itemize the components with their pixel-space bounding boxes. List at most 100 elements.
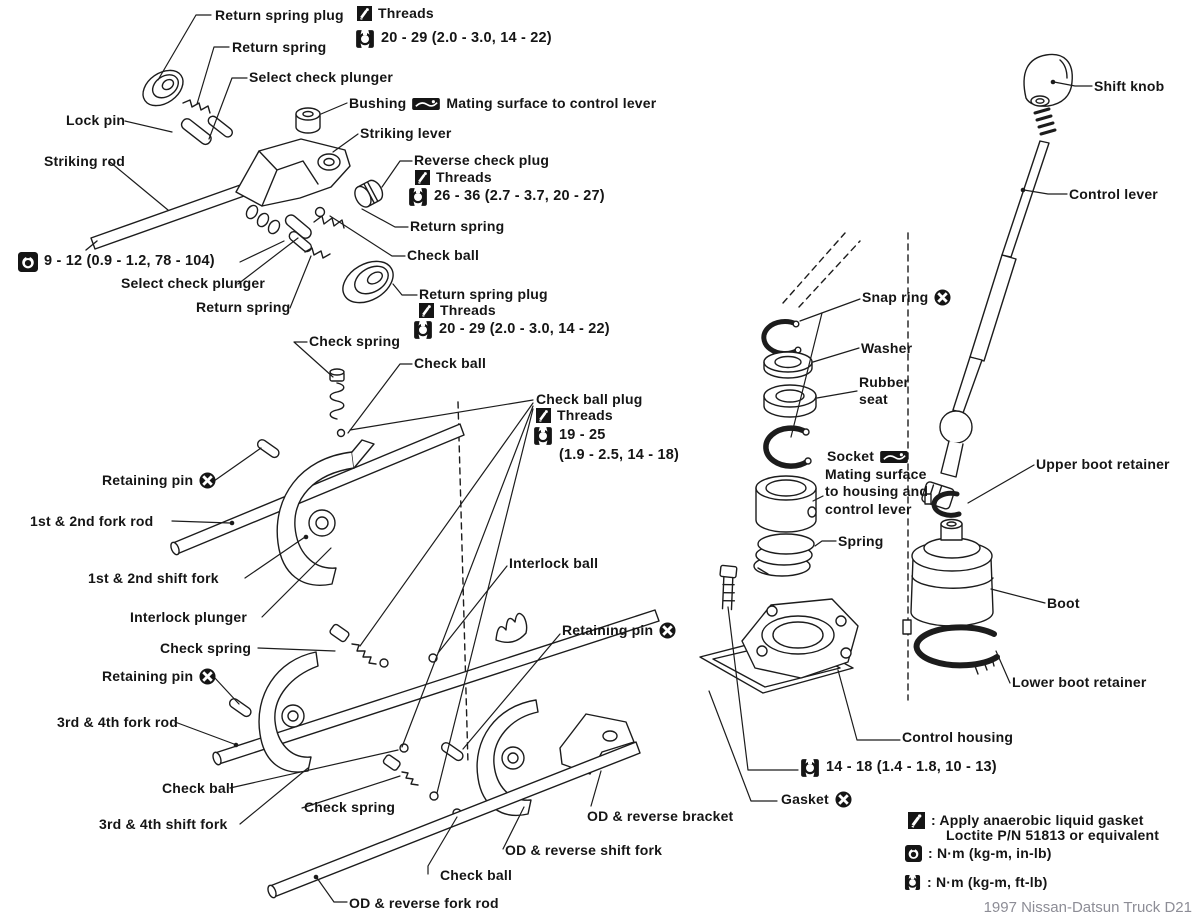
label-1st-2nd-shift-fork: 1st & 2nd shift fork bbox=[88, 570, 219, 586]
label-text: Return spring plug bbox=[215, 7, 344, 23]
torque-ftlb-icon bbox=[800, 758, 820, 778]
liquid-gasket-icon bbox=[357, 6, 372, 21]
label-od-reverse-shift-fork: OD & reverse shift fork bbox=[505, 842, 663, 858]
torque-text: 19 - 25 bbox=[559, 427, 606, 444]
label-text: Socket bbox=[827, 448, 875, 464]
label-text: Select check plunger bbox=[121, 275, 266, 291]
label-lower-boot-retainer: Lower boot retainer bbox=[1012, 674, 1147, 690]
label-return-spring-2: Return spring bbox=[410, 218, 505, 234]
label-text: Check ball bbox=[407, 247, 480, 263]
legend-liquid-gasket-line2: Loctite P/N 51813 or equivalent bbox=[946, 827, 1160, 843]
label-control-lever: Control lever bbox=[1069, 186, 1158, 202]
replace-x-icon bbox=[835, 791, 852, 808]
diagram-caption: 1997 Nissan-Datsun Truck D21 bbox=[983, 899, 1192, 916]
torque-text: 26 - 36 (2.7 - 3.7, 20 - 27) bbox=[434, 188, 605, 205]
torque-spec-19-25-line2: (1.9 - 2.5, 14 - 18) bbox=[559, 447, 680, 464]
torque-inlb-icon bbox=[18, 252, 38, 272]
mating-surface-icon bbox=[880, 451, 908, 463]
label-text: Mating surface to control lever bbox=[446, 95, 657, 111]
label-upper-boot-retainer: Upper boot retainer bbox=[1036, 456, 1170, 472]
torque-spec-14-18: 14 - 18 (1.4 - 1.8, 10 - 13) bbox=[800, 758, 997, 778]
label-check-spring-1: Check spring bbox=[309, 333, 401, 349]
replace-x-icon bbox=[199, 472, 216, 489]
label-boot: Boot bbox=[1047, 595, 1080, 611]
legend-text: Loctite P/N 51813 or equivalent bbox=[946, 827, 1160, 843]
label-text: Lower boot retainer bbox=[1012, 674, 1147, 690]
liquid-gasket-icon bbox=[419, 303, 434, 318]
label-socket: Socket bbox=[827, 448, 908, 464]
torque-ftlb-icon bbox=[413, 320, 433, 340]
label-text: OD & reverse shift fork bbox=[505, 842, 663, 858]
label-text: Threads bbox=[436, 169, 492, 185]
label-text: Gasket bbox=[781, 790, 829, 807]
label-od-reverse-bracket: OD & reverse bracket bbox=[587, 808, 734, 824]
label-3rd-4th-fork-rod: 3rd & 4th fork rod bbox=[57, 714, 179, 730]
label-text: 3rd & 4th fork rod bbox=[57, 714, 179, 730]
label-check-ball-1: Check ball bbox=[407, 247, 480, 263]
label-text: Check ball plug bbox=[536, 391, 643, 407]
label-text: Return spring bbox=[232, 39, 327, 55]
replace-x-icon bbox=[659, 622, 676, 639]
label-snap-ring: Snap ring bbox=[862, 289, 951, 306]
threads-note-reverse: Threads bbox=[415, 169, 492, 185]
torque-ftlb-icon bbox=[904, 874, 921, 891]
label-text: Check spring bbox=[309, 333, 401, 349]
label-text: Return spring bbox=[196, 299, 291, 315]
legend-text: : Apply anaerobic liquid gasket bbox=[931, 811, 1144, 828]
label-text: Lock pin bbox=[66, 112, 126, 128]
label-striking-lever: Striking lever bbox=[360, 125, 452, 141]
label-text: to housing and bbox=[825, 483, 929, 500]
label-text: Return spring plug bbox=[419, 286, 548, 302]
mating-surface-icon bbox=[412, 98, 440, 110]
torque-text: 20 - 29 (2.0 - 3.0, 14 - 22) bbox=[439, 321, 610, 338]
label-text: Reverse check plug bbox=[414, 152, 550, 168]
label-text: Striking lever bbox=[360, 125, 452, 141]
label-text: Striking rod bbox=[44, 153, 125, 169]
label-text: Check spring bbox=[304, 799, 396, 815]
label-3rd-4th-shift-fork: 3rd & 4th shift fork bbox=[99, 816, 228, 832]
label-text: Snap ring bbox=[862, 288, 929, 305]
label-check-spring-2: Check spring bbox=[160, 640, 251, 656]
torque-spec-26-36: 26 - 36 (2.7 - 3.7, 20 - 27) bbox=[408, 187, 605, 207]
label-text: Upper boot retainer bbox=[1036, 456, 1170, 472]
torque-spec-19-25: 19 - 25 bbox=[533, 426, 606, 446]
torque-ftlb-icon bbox=[408, 187, 428, 207]
label-text: Threads bbox=[557, 407, 613, 423]
label-text: Check ball bbox=[162, 780, 235, 796]
label-interlock-ball: Interlock ball bbox=[509, 555, 598, 571]
label-1st-2nd-fork-rod: 1st & 2nd fork rod bbox=[30, 513, 153, 529]
replace-x-icon bbox=[934, 289, 951, 306]
torque-ftlb-icon bbox=[355, 29, 375, 49]
torque-spec-20-29-top: 20 - 29 (2.0 - 3.0, 14 - 22) bbox=[355, 29, 552, 49]
label-text: Washer bbox=[861, 340, 913, 356]
label-check-ball-2: Check ball bbox=[414, 355, 487, 371]
liquid-gasket-icon bbox=[536, 408, 551, 423]
label-lock-pin: Lock pin bbox=[66, 112, 126, 128]
label-retaining-pin-2: Retaining pin bbox=[102, 668, 216, 685]
label-text: 3rd & 4th shift fork bbox=[99, 816, 228, 832]
label-text: Threads bbox=[440, 302, 496, 318]
torque-text: 14 - 18 (1.4 - 1.8, 10 - 13) bbox=[826, 759, 997, 776]
threads-note-return-plug: Threads bbox=[419, 302, 496, 318]
label-text: Check ball bbox=[414, 355, 487, 371]
label-text: Select check plunger bbox=[249, 69, 394, 85]
label-retaining-pin-1: Retaining pin bbox=[102, 472, 216, 489]
control-lever-assembly-art bbox=[699, 53, 1073, 701]
label-reverse-check-plug: Reverse check plug bbox=[414, 152, 550, 168]
label-text: Return spring bbox=[410, 218, 505, 234]
label-check-ball-4: Check ball bbox=[440, 867, 513, 883]
label-text: Check ball bbox=[440, 867, 513, 883]
label-text: seat bbox=[859, 391, 888, 408]
label-retaining-pin-3: Retaining pin bbox=[562, 622, 676, 639]
torque-inlb-icon bbox=[905, 845, 922, 862]
torque-text: (1.9 - 2.5, 14 - 18) bbox=[559, 447, 680, 463]
label-interlock-plunger: Interlock plunger bbox=[130, 609, 247, 625]
label-text: OD & reverse bracket bbox=[587, 808, 734, 824]
label-check-ball-3: Check ball bbox=[162, 780, 235, 796]
label-text: Shift knob bbox=[1094, 78, 1165, 94]
liquid-gasket-icon bbox=[415, 170, 430, 185]
label-text: Rubber bbox=[859, 374, 910, 390]
striking-rod-assembly-art bbox=[85, 69, 394, 304]
